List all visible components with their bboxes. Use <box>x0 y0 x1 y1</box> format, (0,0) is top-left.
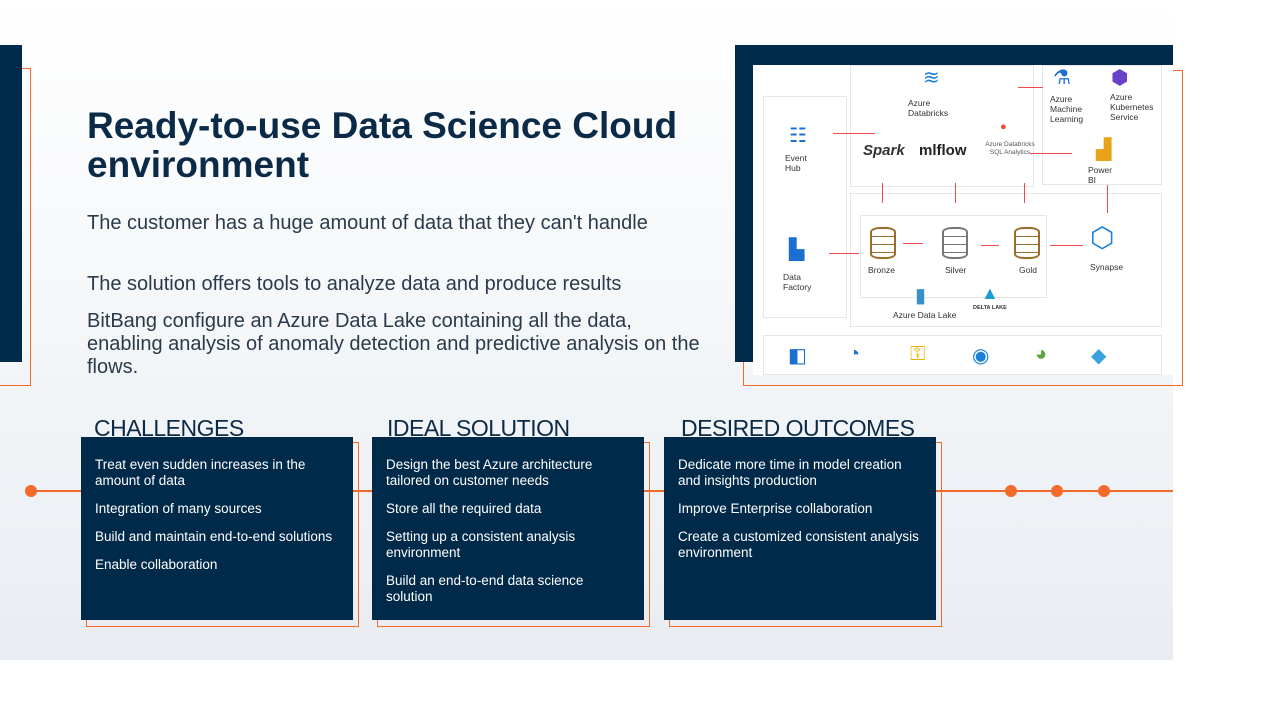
desired-outcomes-heading: DESIRED OUTCOMES <box>681 415 915 441</box>
silver-label: Silver <box>945 265 967 275</box>
databricks-label: Azure Databricks <box>908 98 949 118</box>
bronze-db-icon <box>870 227 896 259</box>
ideal-solution-card: Design the best Azure architecture tailo… <box>372 437 644 620</box>
list-item: Create a customized consistent analysis … <box>678 529 919 560</box>
bronze-label: Bronze <box>868 265 895 275</box>
event-hub-label: Event Hub <box>785 153 807 173</box>
challenges-card: Treat even sudden increases in the amoun… <box>81 437 353 620</box>
gold-label: Gold <box>1019 265 1037 275</box>
list-item: Enable collaboration <box>95 557 218 572</box>
timeline-dot <box>1051 485 1063 497</box>
timeline-dot <box>25 485 37 497</box>
problem-text: The customer has a huge amount of data t… <box>87 212 648 234</box>
gold-db-icon <box>1014 227 1040 259</box>
sql-analytics-icon: ● <box>1000 121 1007 133</box>
power-bi-icon: ▟ <box>1096 139 1112 161</box>
list-item: Design the best Azure architecture tailo… <box>386 457 593 488</box>
delta-lake-icon: ▲ <box>981 283 999 303</box>
key-vault-icon: ⚿ <box>910 343 926 365</box>
timeline-dot <box>1005 485 1017 497</box>
list-item: Integration of many sources <box>95 501 262 516</box>
synapse-icon: ⬡ <box>1090 222 1115 253</box>
list-item: Treat even sudden increases in the amoun… <box>95 457 306 488</box>
synapse-label: Synapse <box>1090 262 1124 272</box>
list-item: Setting up a consistent analysis environ… <box>386 529 576 560</box>
timeline-dot <box>1098 485 1110 497</box>
machine-learning-icon: ⚗ <box>1053 67 1071 89</box>
data-lake-icon: ▮ <box>915 285 927 307</box>
ideal-solution-heading: IDEAL SOLUTION <box>387 415 570 441</box>
approach-text: BitBang configure an Azure Data Lake con… <box>87 310 700 378</box>
monitor-icon: ◔ <box>848 343 861 365</box>
list-item: Store all the required data <box>386 501 542 516</box>
data-factory-icon: ▙ <box>789 239 805 261</box>
sql-analytics-label: Azure Databricks SQL Analytics <box>985 141 1035 156</box>
machine-learning-label: Azure Machine Learning <box>1050 94 1084 124</box>
delta-lake-label: DELTA LAKE <box>973 305 1007 311</box>
kubernetes-icon: ⬢ <box>1111 67 1129 89</box>
challenges-heading: CHALLENGES <box>94 415 244 441</box>
list-item: Build an end-to-end data science solutio… <box>386 573 584 604</box>
silver-db-icon <box>942 227 968 259</box>
list-item: Build and maintain end-to-end solutions <box>95 529 333 544</box>
architecture-diagram: ☷ Event Hub ▙ Data Factory ≋ Azure Datab… <box>753 65 1173 375</box>
event-hub-icon: ☷ <box>789 125 807 147</box>
page-title: Ready-to-use Data Science Cloud environm… <box>87 105 678 185</box>
list-item: Improve Enterprise collaboration <box>678 501 873 516</box>
solution-text: The solution offers tools to analyze dat… <box>87 273 622 295</box>
data-lake-label: Azure Data Lake <box>893 310 957 320</box>
cost-management-icon: ◕ <box>1035 343 1048 365</box>
mlflow-logo: mlflow <box>919 142 967 159</box>
kubernetes-label: Azure Kubernetes Service <box>1110 92 1154 122</box>
devops-icon: ◧ <box>788 345 807 367</box>
active-directory-icon: ◆ <box>1091 345 1107 367</box>
databricks-icon: ≋ <box>923 67 940 89</box>
spark-logo: Spark <box>863 142 905 159</box>
left-accent-bar <box>0 45 22 362</box>
desired-outcomes-card: Dedicate more time in model creation and… <box>664 437 936 620</box>
sentinel-icon: ◉ <box>972 345 990 367</box>
list-item: Dedicate more time in model creation and… <box>678 457 902 488</box>
data-factory-label: Data Factory <box>783 272 812 292</box>
power-bi-label: Power BI <box>1088 165 1113 185</box>
